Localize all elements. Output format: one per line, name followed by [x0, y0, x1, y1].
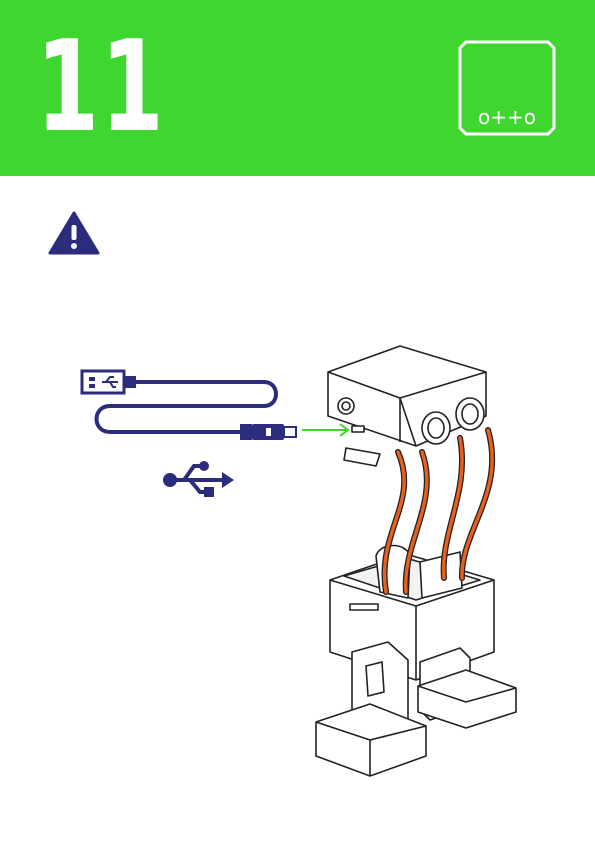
header-banner: 11 o++o [0, 0, 595, 176]
step-number: 11 [36, 22, 165, 152]
logo-text: o++o [478, 105, 536, 129]
usb-symbol-icon [160, 456, 236, 500]
otto-logo-icon: o++o [458, 40, 556, 136]
warning-icon [48, 211, 100, 255]
otto-robot-illustration [310, 342, 530, 782]
usb-cable-icon [80, 362, 300, 442]
